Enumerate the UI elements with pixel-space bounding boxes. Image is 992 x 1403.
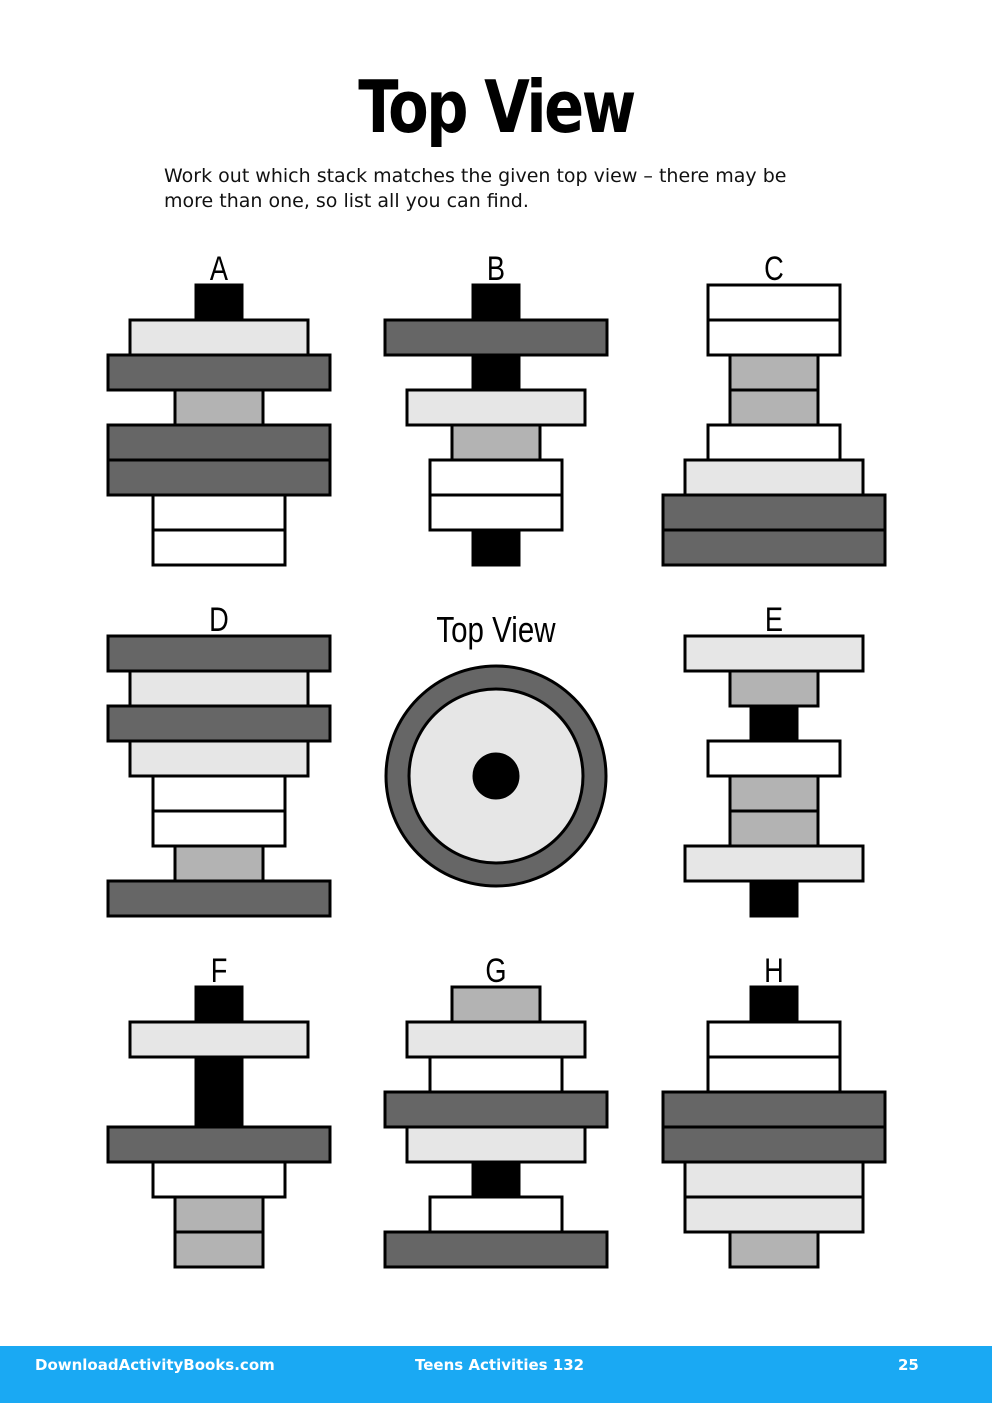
stack-e: E xyxy=(683,600,865,918)
instructions-line-2: more than one, so list all you can find. xyxy=(164,190,529,212)
top-view: Top View xyxy=(384,609,608,888)
stack-f: F xyxy=(106,951,332,1269)
stack-disc xyxy=(706,1020,842,1059)
stack-disc xyxy=(683,458,865,497)
stack-disc xyxy=(194,985,244,1024)
stack-disc xyxy=(706,283,842,322)
stack-disc xyxy=(106,423,332,462)
stack-disc xyxy=(749,985,799,1024)
stack-disc xyxy=(106,634,332,673)
stack-disc xyxy=(151,809,287,848)
stack-disc xyxy=(383,318,609,357)
stack-disc xyxy=(106,458,332,497)
stack-disc xyxy=(128,318,310,357)
stack-disc xyxy=(706,1055,842,1094)
stack-disc xyxy=(728,669,820,708)
stack-label: E xyxy=(765,600,783,639)
stack-disc xyxy=(661,528,887,567)
stack-b: B xyxy=(383,249,609,567)
stack-disc xyxy=(194,1055,244,1094)
stack-disc xyxy=(683,634,865,673)
stack-disc xyxy=(749,879,799,918)
stack-disc xyxy=(151,1160,287,1199)
stack-disc xyxy=(151,528,287,567)
stack-disc xyxy=(661,1125,887,1164)
stack-disc xyxy=(106,879,332,918)
stack-disc xyxy=(728,388,820,427)
stack-disc xyxy=(471,1160,521,1199)
stack-disc xyxy=(450,423,542,462)
stack-disc xyxy=(383,1230,609,1269)
stack-disc xyxy=(683,844,865,883)
stack-g: G xyxy=(383,951,609,1269)
stack-disc xyxy=(428,1055,564,1094)
stack-disc xyxy=(471,528,521,567)
stack-d: D xyxy=(106,600,332,918)
stack-c: C xyxy=(661,249,887,567)
stack-label: A xyxy=(210,249,229,288)
stack-disc xyxy=(106,704,332,743)
stack-disc xyxy=(173,1195,265,1234)
stack-puzzle: A B C D E F G H Top View xyxy=(106,249,887,1269)
stack-disc xyxy=(194,1090,244,1129)
stack-a: A xyxy=(106,249,332,567)
stack-label: G xyxy=(485,951,506,990)
stack-disc xyxy=(151,493,287,532)
stack-disc xyxy=(405,388,587,427)
footer-bar: DownloadActivityBooks.com Teens Activiti… xyxy=(0,1346,992,1403)
top-view-ring xyxy=(472,752,520,800)
footer-page-number: 25 xyxy=(898,1356,919,1374)
stack-disc xyxy=(706,423,842,462)
stack-disc xyxy=(661,1090,887,1129)
stack-disc xyxy=(749,704,799,743)
footer-website[interactable]: DownloadActivityBooks.com xyxy=(35,1356,275,1374)
stack-disc xyxy=(173,388,265,427)
stack-disc xyxy=(173,844,265,883)
stack-disc xyxy=(106,353,332,392)
stack-disc xyxy=(194,283,244,322)
stack-disc xyxy=(405,1020,587,1059)
stack-label: C xyxy=(764,249,784,288)
stack-disc xyxy=(661,493,887,532)
stack-disc xyxy=(383,1090,609,1129)
top-view-label: Top View xyxy=(436,609,555,649)
stack-disc xyxy=(706,739,842,778)
stack-disc xyxy=(728,353,820,392)
footer-book-title: Teens Activities 132 xyxy=(415,1356,585,1374)
page-title: Top View xyxy=(358,65,636,149)
instructions: Work out which stack matches the given t… xyxy=(164,164,844,214)
stack-disc xyxy=(450,985,542,1024)
stack-disc xyxy=(428,458,564,497)
stack-disc xyxy=(128,739,310,778)
stack-disc xyxy=(405,1125,587,1164)
stack-label: H xyxy=(764,951,784,990)
instructions-line-1: Work out which stack matches the given t… xyxy=(164,165,787,187)
stack-disc xyxy=(728,1230,820,1269)
stack-disc xyxy=(728,809,820,848)
stack-disc xyxy=(471,353,521,392)
stack-disc xyxy=(128,1020,310,1059)
stack-disc xyxy=(683,1160,865,1199)
stack-label: D xyxy=(209,600,229,639)
stack-disc xyxy=(728,774,820,813)
stack-disc xyxy=(428,1195,564,1234)
stack-disc xyxy=(428,493,564,532)
stack-disc xyxy=(706,318,842,357)
stack-h: H xyxy=(661,951,887,1269)
stack-label: B xyxy=(487,249,505,288)
stack-disc xyxy=(128,669,310,708)
stack-disc xyxy=(151,774,287,813)
stack-disc xyxy=(683,1195,865,1234)
stack-disc xyxy=(106,1125,332,1164)
stack-disc xyxy=(471,283,521,322)
stack-disc xyxy=(173,1230,265,1269)
stack-label: F xyxy=(211,951,228,990)
